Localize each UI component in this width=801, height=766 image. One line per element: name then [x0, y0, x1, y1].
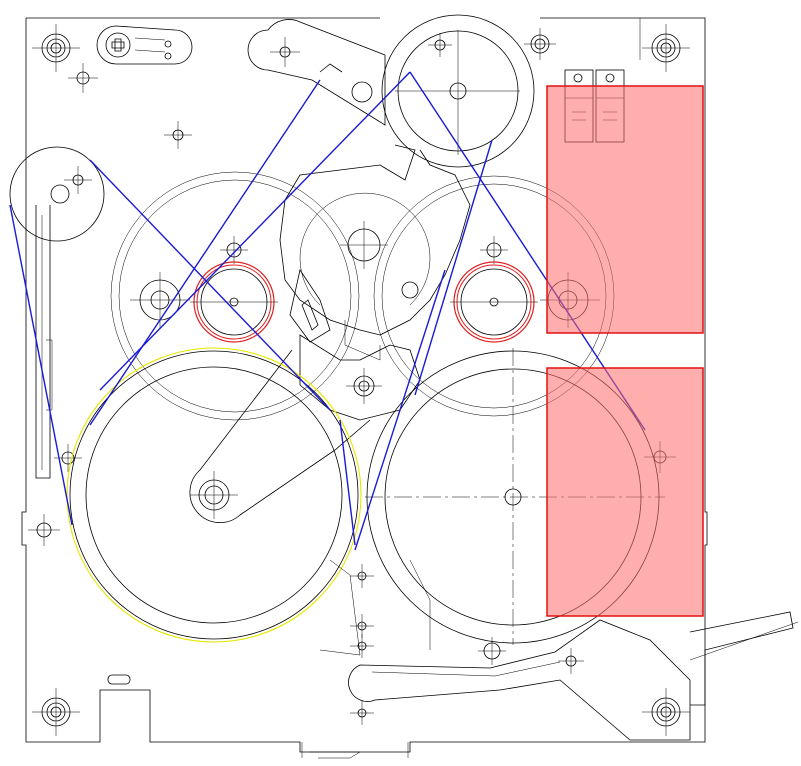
reel-left — [66, 347, 362, 643]
tension-roller-left — [9, 146, 105, 479]
swing-arm-bracket — [189, 144, 471, 523]
mounting-screw-top-right — [642, 24, 690, 72]
mounting-screw-top-center — [524, 28, 556, 60]
locating-holes — [28, 33, 676, 725]
mounting-screw-bottom-left — [32, 688, 80, 736]
central-pulley — [289, 192, 431, 343]
highlight-region-upper — [546, 85, 704, 334]
mounting-screws — [32, 24, 690, 736]
adjustment-slot — [96, 25, 193, 65]
mounting-screw-bottom-right — [642, 688, 690, 736]
chassis-plate — [21, 17, 708, 759]
highlight-regions — [546, 85, 704, 617]
pinch-lever — [107, 559, 799, 741]
mounting-screw-top-left — [32, 24, 80, 72]
mounting-screw-center — [346, 368, 382, 404]
highlight-region-lower — [546, 367, 704, 617]
capstan-right — [450, 261, 538, 343]
capstan-left — [190, 261, 278, 343]
guide-roller-top — [247, 14, 535, 168]
